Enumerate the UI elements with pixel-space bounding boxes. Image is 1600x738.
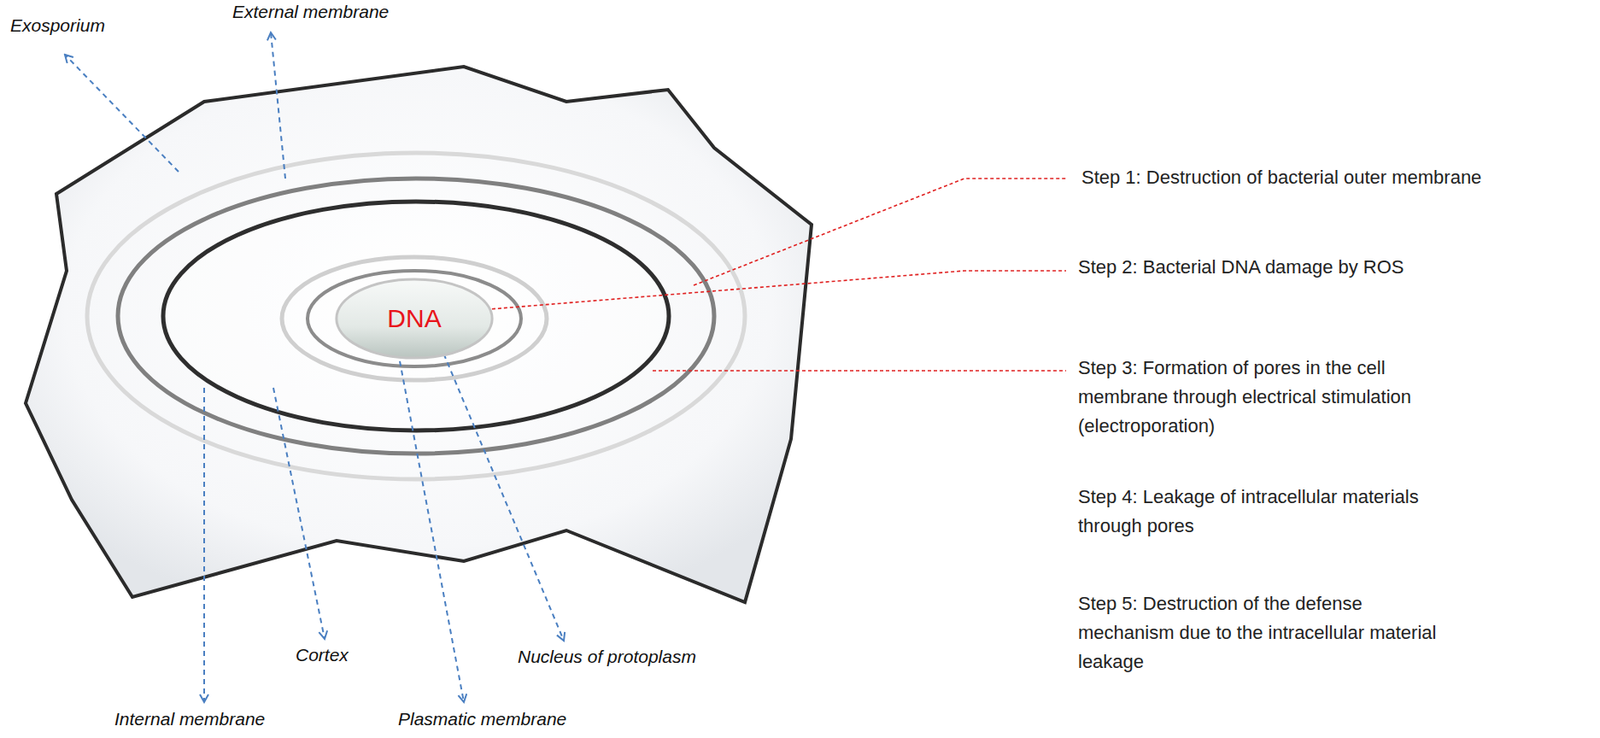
internal-membrane-arrow [203,387,206,703]
spore-outline [25,66,812,603]
part-name: Nucleus of protoplasm [517,646,697,668]
part-name: Plasmatic membrane [398,709,567,730]
exosporium-arrow [64,54,179,172]
protoplasm-ring [307,270,522,367]
step-note: Step 2: Bacterial DNA damage by ROS [1078,252,1446,282]
part-name: Exosporium [10,15,106,36]
step3-leader [652,369,1067,372]
step1-leader [693,178,1067,286]
cortex-ring [163,201,669,431]
part-name: Cortex [295,644,349,666]
internal-membrane-ring [117,178,715,454]
nucleus-arrow [436,336,564,641]
dna-core: DNA [334,277,494,360]
external-membrane-ring [87,152,745,480]
cortex-arrow [273,387,325,639]
step-note: Step 4: Leakage of intracellular materia… [1078,482,1446,541]
external-membrane-arrow [270,32,286,179]
step-note: Step 1: Destruction of bacterial outer m… [1081,163,1595,193]
plasmatic-membrane-arrow [398,351,464,703]
part-name: Internal membrane [114,709,265,730]
step2-leader [468,270,1067,311]
plasmatic-membrane-ring [281,257,547,381]
step-note: Step 5: Destruction of the defense mecha… [1078,589,1446,677]
step-note: Step 3: Formation of pores in the cell m… [1078,353,1446,441]
part-name: External membrane [232,1,389,23]
node-label: DNA [386,304,441,334]
